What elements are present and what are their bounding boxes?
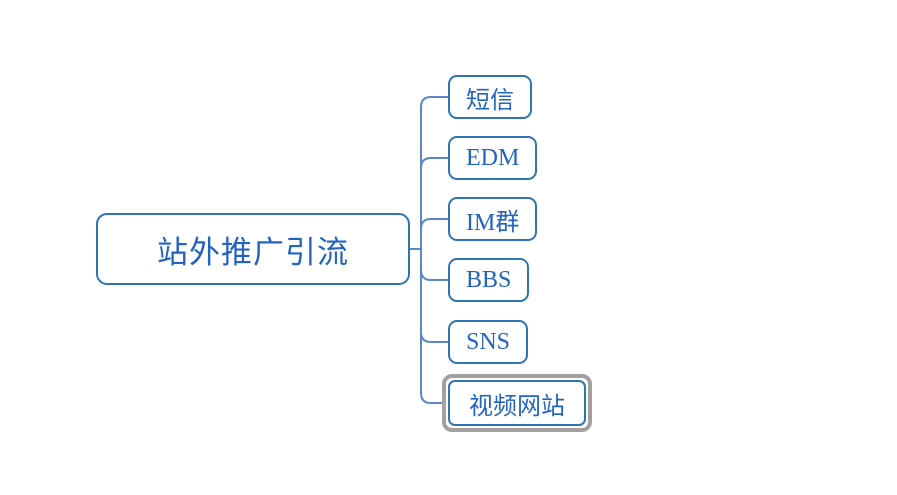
connector-branch-4 (420, 331, 449, 343)
connector-branch-0 (420, 96, 449, 250)
selected-node-outline: 视频网站 (442, 374, 592, 432)
mindmap-node-im-group[interactable]: IM群 (448, 197, 538, 241)
node-label: EDM (466, 144, 520, 171)
root-node-label: 站外推广引流 (157, 234, 349, 270)
connector-branch-3 (420, 269, 449, 281)
mindmap-node-edm[interactable]: EDM (448, 136, 538, 180)
mindmap-node-bbs[interactable]: BBS (448, 258, 530, 302)
connector-branch-1 (420, 157, 449, 169)
connector-branch-2 (420, 218, 449, 230)
mindmap-node-sns[interactable]: SNS (448, 320, 529, 364)
mindmap-root-node[interactable]: 站外推广引流 (96, 213, 410, 285)
mindmap-node-sms[interactable]: 短信 (448, 75, 532, 119)
node-label: SNS (466, 328, 511, 355)
node-label: BBS (466, 266, 512, 293)
mindmap-node-video-site-selected[interactable]: 视频网站 (448, 380, 586, 426)
node-label: 视频网站 (469, 393, 565, 420)
node-label: IM群 (466, 209, 520, 236)
connector-branch-5 (420, 248, 443, 404)
node-label: 短信 (466, 87, 514, 114)
